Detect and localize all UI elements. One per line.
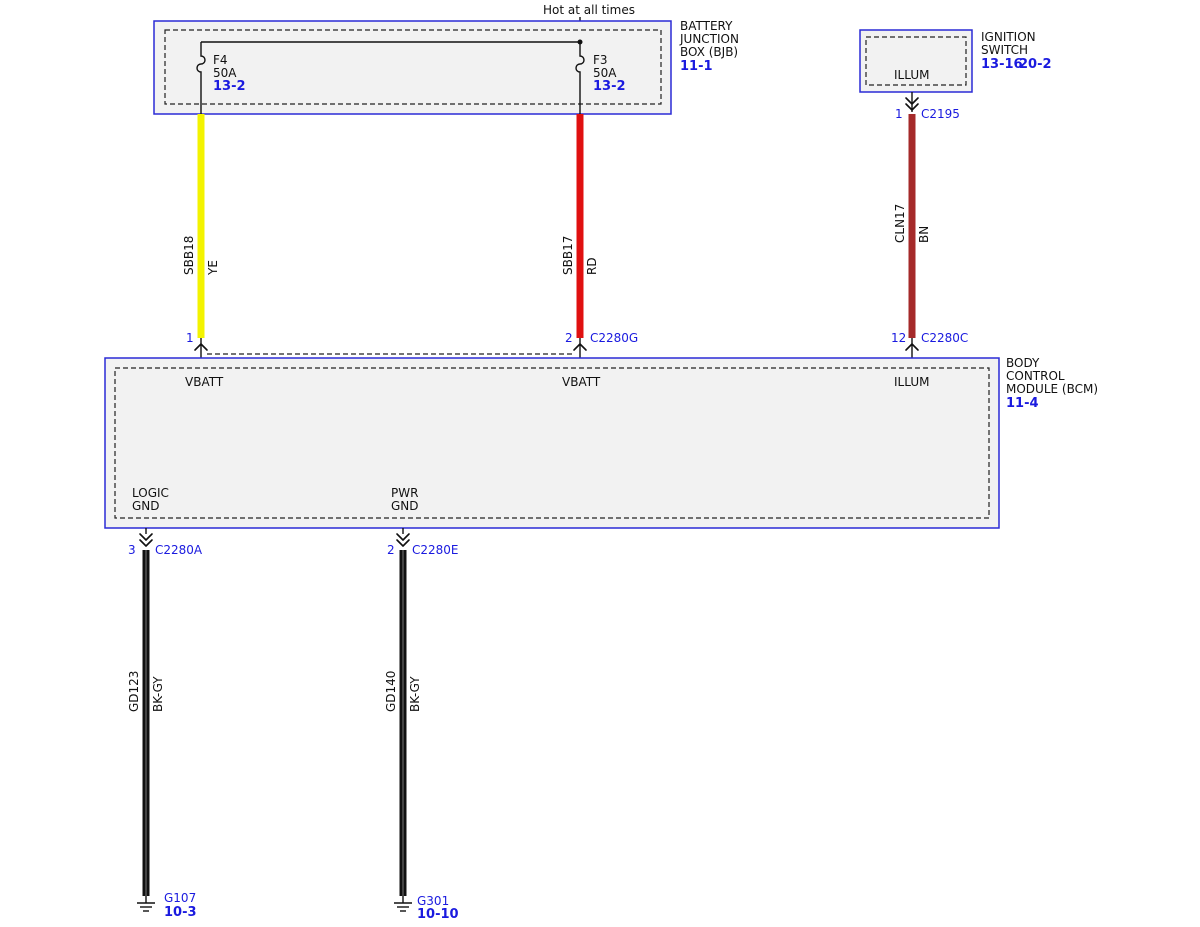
bcm-name-line3: MODULE (BCM) — [1006, 382, 1098, 396]
connector-c2280c-symbol — [905, 343, 919, 351]
ignition-name-line1: IGNITION — [981, 30, 1036, 44]
connector-c2195-pin: 1 — [895, 107, 903, 121]
wire-sbb17-color: RD — [585, 257, 599, 275]
bcm-inner-dashed — [114, 367, 990, 519]
body-control-module: VBATT VBATT ILLUM LOGIC GND PWR GND BODY… — [104, 356, 1098, 529]
ignition-outline — [859, 29, 973, 93]
fuse-f4-rating: 50A — [213, 66, 237, 80]
wire-sbb17-circuit: SBB17 — [561, 236, 575, 275]
connector-c2280a: 3 C2280A — [128, 528, 203, 557]
bcm-pin-pwr-gnd-line2: GND — [391, 499, 419, 513]
wire-cln17-circuit: CLN17 — [893, 204, 907, 243]
connector-c2195-name[interactable]: C2195 — [921, 107, 960, 121]
bjb-name-line2: JUNCTION — [679, 32, 739, 46]
connector-c2280c-pin: 12 — [891, 331, 906, 345]
wire-gd123: GD123 BK-GY — [127, 550, 165, 896]
connector-c2280a-symbol — [139, 533, 153, 547]
wire-gd140-circuit: GD140 — [384, 671, 398, 712]
bcm-pin-logic-gnd-line2: GND — [132, 499, 160, 513]
ground-g301-icon — [394, 902, 412, 912]
hot-at-all-times-label: Hot at all times — [543, 3, 635, 17]
bcm-pin-pwr-gnd-line1: PWR — [391, 486, 418, 500]
ground-g107-ref[interactable]: 10-3 — [164, 905, 197, 920]
ignition-inner-dashed — [865, 36, 967, 86]
bcm-pin-logic-gnd-line1: LOGIC — [132, 486, 169, 500]
bcm-pin-vbatt-1: VBATT — [185, 375, 224, 389]
ignition-pin-label: ILLUM — [894, 68, 929, 82]
battery-junction-box: F4 50A 13-2 F3 50A 13-2 BATTERY JUNCTION… — [153, 19, 739, 115]
fuse-f4-ref[interactable]: 13-2 — [213, 79, 246, 94]
bjb-ref-link[interactable]: 11-1 — [680, 59, 713, 74]
connector-c2280e: 2 C2280E — [387, 528, 459, 557]
ignition-name-line2: SWITCH — [981, 43, 1028, 57]
ignition-ref2-link[interactable]: 20-2 — [1019, 57, 1052, 72]
fuse-f3-symbol — [575, 42, 585, 114]
fuse-f4-id: F4 — [213, 53, 228, 67]
fuse-f4: F4 50A 13-2 — [196, 42, 246, 114]
ground-g301: G301 10-10 — [394, 894, 459, 922]
bcm-outline — [104, 357, 1000, 529]
bcm-pin-illum: ILLUM — [894, 375, 929, 389]
bjb-name-line1: BATTERY — [680, 19, 733, 33]
connector-c2280a-pin: 3 — [128, 543, 136, 557]
bjb-name-line3: BOX (BJB) — [680, 45, 738, 59]
fuse-f4-symbol — [196, 42, 206, 114]
connector-pin1: 1 — [186, 331, 208, 351]
connector-c2280c-name[interactable]: C2280C — [921, 331, 968, 345]
wire-sbb18-circuit: SBB18 — [182, 236, 196, 275]
connector-c2195-symbol — [905, 97, 919, 111]
connector-c2280e-name[interactable]: C2280E — [412, 543, 459, 557]
connector-pin1-pin: 1 — [186, 331, 194, 345]
connector-pin1-symbol — [194, 343, 208, 351]
wire-cln17: CLN17 BN — [893, 92, 931, 358]
ground-g107-name: G107 — [164, 891, 196, 905]
bcm-pin-vbatt-2: VBATT — [562, 375, 601, 389]
connector-c2280e-symbol — [396, 533, 410, 547]
connector-c2280a-name[interactable]: C2280A — [155, 543, 203, 557]
connector-c2280c: 12 C2280C — [891, 331, 968, 351]
bjb-inner-dashed — [164, 29, 662, 105]
wire-sbb17: SBB17 RD — [561, 114, 599, 358]
fuse-f3-id: F3 — [593, 53, 608, 67]
connector-c2280g-name[interactable]: C2280G — [590, 331, 638, 345]
connector-c2280g: 2 C2280G — [565, 331, 638, 351]
connector-c2280e-pin: 2 — [387, 543, 395, 557]
wire-gd140: GD140 BK-GY — [384, 550, 422, 896]
ground-g301-name: G301 — [417, 894, 449, 908]
bcm-name-line1: BODY — [1006, 356, 1040, 370]
bjb-outline — [153, 20, 672, 115]
wire-sbb18: SBB18 YE — [182, 114, 220, 358]
ground-g107: G107 10-3 — [137, 891, 197, 920]
wire-gd123-color: BK-GY — [151, 676, 165, 712]
bcm-ref-link[interactable]: 11-4 — [1006, 396, 1039, 411]
wire-sbb18-color: YE — [206, 260, 220, 276]
wire-cln17-color: BN — [917, 226, 931, 243]
wire-gd123-circuit: GD123 — [127, 671, 141, 712]
ignition-ref1-link[interactable]: 13-16 — [981, 57, 1023, 72]
connector-c2280g-pin: 2 — [565, 331, 573, 345]
fuse-f3: F3 50A 13-2 — [575, 42, 626, 114]
bcm-name-line2: CONTROL — [1006, 369, 1065, 383]
fuse-f3-rating: 50A — [593, 66, 617, 80]
ground-g107-icon — [137, 902, 155, 912]
fuse-f3-ref[interactable]: 13-2 — [593, 79, 626, 94]
ignition-switch: ILLUM IGNITION SWITCH 13-16 20-2 — [859, 29, 1052, 93]
wire-gd140-color: BK-GY — [408, 676, 422, 712]
connector-c2195: 1 C2195 — [895, 97, 960, 121]
connector-c2280g-symbol — [573, 343, 587, 351]
ground-g301-ref[interactable]: 10-10 — [417, 907, 459, 922]
